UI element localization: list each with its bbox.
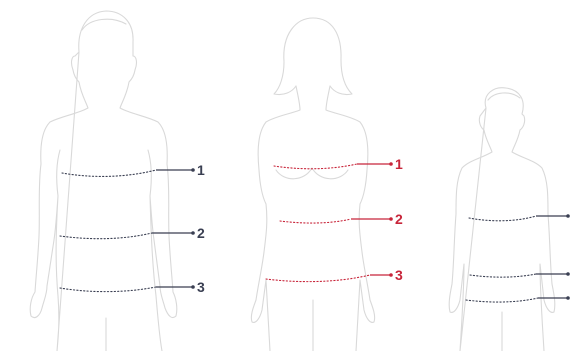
man-marker-2-dot [191, 231, 195, 235]
man-marker-3-dot [191, 285, 195, 289]
man-arm-line-right [148, 150, 151, 196]
man-marker-3-label: 3 [197, 279, 205, 295]
man-marker-1-dot [191, 168, 195, 172]
child-marker-3-dot [566, 296, 570, 300]
woman-marker-1-label: 1 [395, 156, 403, 172]
man-head-hair [82, 19, 126, 30]
man-marker-2-label: 2 [197, 225, 205, 241]
child-chest-line [469, 216, 536, 221]
woman-marker-1-dot [389, 162, 393, 166]
woman-marker-3-label: 3 [395, 267, 403, 283]
child-marker-1-dot [566, 214, 570, 218]
woman-hair [274, 18, 352, 95]
man-chest-line [62, 170, 156, 176]
woman-figure: 1 2 3 [251, 18, 403, 351]
woman-marker-3-dot [389, 273, 393, 277]
woman-bust [276, 168, 348, 179]
child-figure [449, 88, 570, 351]
man-figure: 1 2 3 [30, 11, 205, 351]
child-waist-line [470, 274, 536, 277]
man-waist-line [60, 233, 152, 239]
man-arm-line-left [57, 150, 60, 196]
child-hair [488, 93, 520, 100]
man-marker-1-label: 1 [197, 162, 205, 178]
woman-marker-2-dot [389, 217, 393, 221]
man-hip-line [60, 287, 156, 292]
child-marker-2-dot [566, 272, 570, 276]
man-outline [30, 11, 177, 351]
woman-waist-line [280, 219, 351, 223]
woman-marker-2-label: 2 [395, 211, 403, 227]
woman-hip-line [266, 275, 370, 282]
child-hip-line [466, 298, 538, 302]
woman-bust-line [274, 164, 357, 169]
